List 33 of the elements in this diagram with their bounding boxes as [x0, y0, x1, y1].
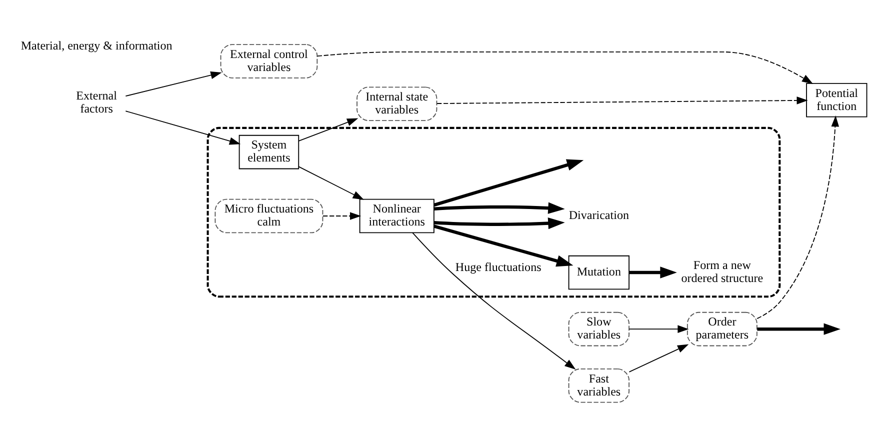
edge-label: Huge fluctuations [455, 260, 542, 274]
arrow [298, 118, 358, 141]
cluster [206, 126, 781, 298]
node-text: External factors [76, 88, 117, 116]
node-box: Micro fluctuations calm [214, 198, 324, 233]
node-box: Potential function [806, 82, 868, 117]
node-box: Internal state variables [356, 86, 438, 120]
node-box: External control variables [220, 44, 318, 78]
node-box: Fast variables [568, 368, 630, 402]
arrow [316, 50, 814, 84]
arrow [412, 232, 576, 369]
arrow [436, 96, 808, 104]
arrow [628, 344, 689, 372]
arrow [756, 115, 840, 319]
arrow [322, 212, 362, 220]
node-box: Order parameters [686, 311, 758, 346]
arrow [434, 224, 574, 266]
arrow [434, 217, 565, 229]
node-text: Divarication [568, 208, 629, 222]
node-box: System elements [238, 134, 300, 169]
arrow [125, 110, 241, 144]
node-box: Mutation [568, 254, 630, 290]
arrow [125, 70, 222, 96]
arrow [298, 166, 364, 200]
arrow [628, 324, 689, 332]
arrow [629, 266, 677, 278]
arrow [757, 322, 840, 334]
node-box: Slow variables [568, 311, 630, 346]
label: Material, energy & information [20, 38, 172, 52]
arrow [434, 158, 584, 206]
node-box: Nonlinear interactions [359, 198, 434, 233]
node-text: Form a new ordered structure [681, 258, 764, 285]
arrow [434, 202, 565, 214]
